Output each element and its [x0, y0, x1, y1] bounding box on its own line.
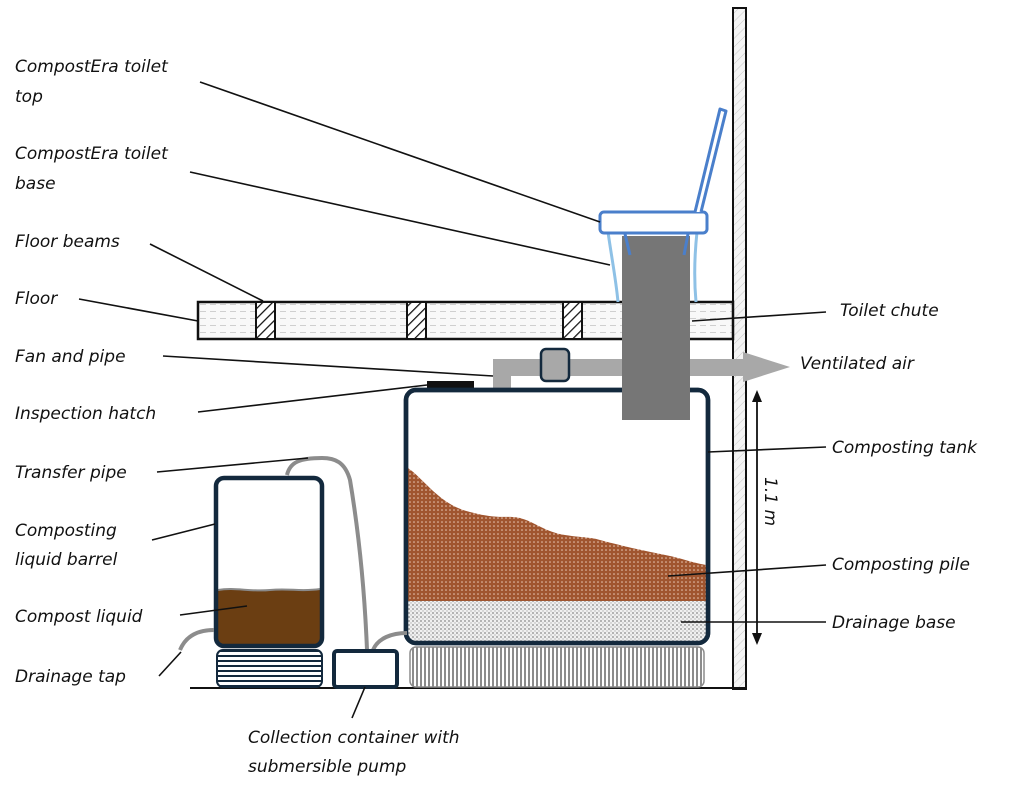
composting-liquid-barrel	[213, 475, 325, 649]
label-transfer-pipe: Transfer pipe	[15, 463, 127, 483]
fan	[539, 347, 571, 383]
label-inspection-hatch: Inspection hatch	[15, 404, 156, 424]
label-floor: Floor	[15, 289, 58, 309]
arrow-down-icon	[752, 633, 762, 645]
toilet-base-right	[693, 231, 699, 303]
wall	[732, 7, 747, 690]
leader-toilet-top	[199, 81, 601, 223]
composting-pile	[408, 468, 706, 601]
leader-toilet-base	[189, 171, 611, 266]
label-liquid-barrel-line2: liquid barrel	[15, 550, 118, 570]
toilet-base-inner-right	[682, 233, 690, 256]
ventilation-pipe	[493, 359, 743, 376]
label-toilet-top-line1: CompostEra toilet	[15, 57, 169, 77]
floor-beam	[255, 301, 276, 340]
drain-pipe	[371, 631, 408, 651]
ventilation-pipe-down	[493, 359, 511, 395]
collection-container	[332, 649, 399, 689]
label-collection-container-line2: submersible pump	[248, 757, 407, 777]
label-ventilated-air: Ventilated air	[800, 354, 915, 374]
toilet-lid	[693, 107, 728, 213]
drainage-base	[408, 601, 706, 641]
label-toilet-base-line2: base	[15, 174, 56, 194]
leader-floor	[78, 298, 199, 322]
liquid-surface	[217, 588, 321, 592]
label-toilet-base-line1: CompostEra toilet	[15, 144, 169, 164]
label-drainage-tap: Drainage tap	[15, 667, 126, 687]
label-composting-pile: Composting pile	[832, 555, 970, 575]
label-drainage-base: Drainage base	[832, 613, 956, 633]
label-floor-beams: Floor beams	[15, 232, 120, 252]
label-toilet-top-line2: top	[15, 87, 43, 107]
toilet-base-inner-left	[623, 233, 632, 256]
drainage-tap	[178, 628, 215, 651]
leader-fan-pipe	[162, 355, 494, 377]
floor-beam	[562, 301, 583, 340]
tank-stand	[409, 646, 705, 688]
inspection-hatch	[427, 381, 474, 389]
label-fan-pipe: Fan and pipe	[15, 347, 126, 367]
compost-liquid	[218, 589, 320, 644]
transfer-pipe	[285, 455, 369, 651]
leader-collection-container	[351, 686, 366, 719]
label-compost-liquid: Compost liquid	[15, 607, 143, 627]
leader-composting-tank	[707, 446, 827, 453]
leader-floor-beams	[149, 243, 264, 302]
barrel-stand	[216, 649, 323, 688]
label-toilet-chute: Toilet chute	[840, 301, 939, 321]
leader-drainage-tap	[158, 651, 182, 677]
floor-beam	[406, 301, 427, 340]
composting-tank-outline	[403, 387, 711, 646]
leader-liquid-barrel	[151, 523, 216, 541]
label-composting-tank: Composting tank	[832, 438, 978, 458]
toilet-base-left	[606, 231, 620, 303]
toilet-top	[598, 210, 709, 235]
label-liquid-barrel-line1: Composting	[15, 521, 117, 541]
arrow-up-icon	[752, 390, 762, 402]
leader-toilet-chute	[691, 311, 827, 322]
leader-composting-pile	[667, 564, 827, 577]
toilet-chute	[622, 236, 690, 420]
leader-compost-liquid	[179, 605, 248, 616]
leader-transfer-pipe	[156, 457, 309, 473]
height-dimension-label: 1.1 m	[760, 477, 780, 526]
ventilated-air-arrow	[743, 352, 790, 382]
label-collection-container-line1: Collection container with	[248, 728, 460, 748]
leader-inspection-hatch	[197, 384, 428, 413]
